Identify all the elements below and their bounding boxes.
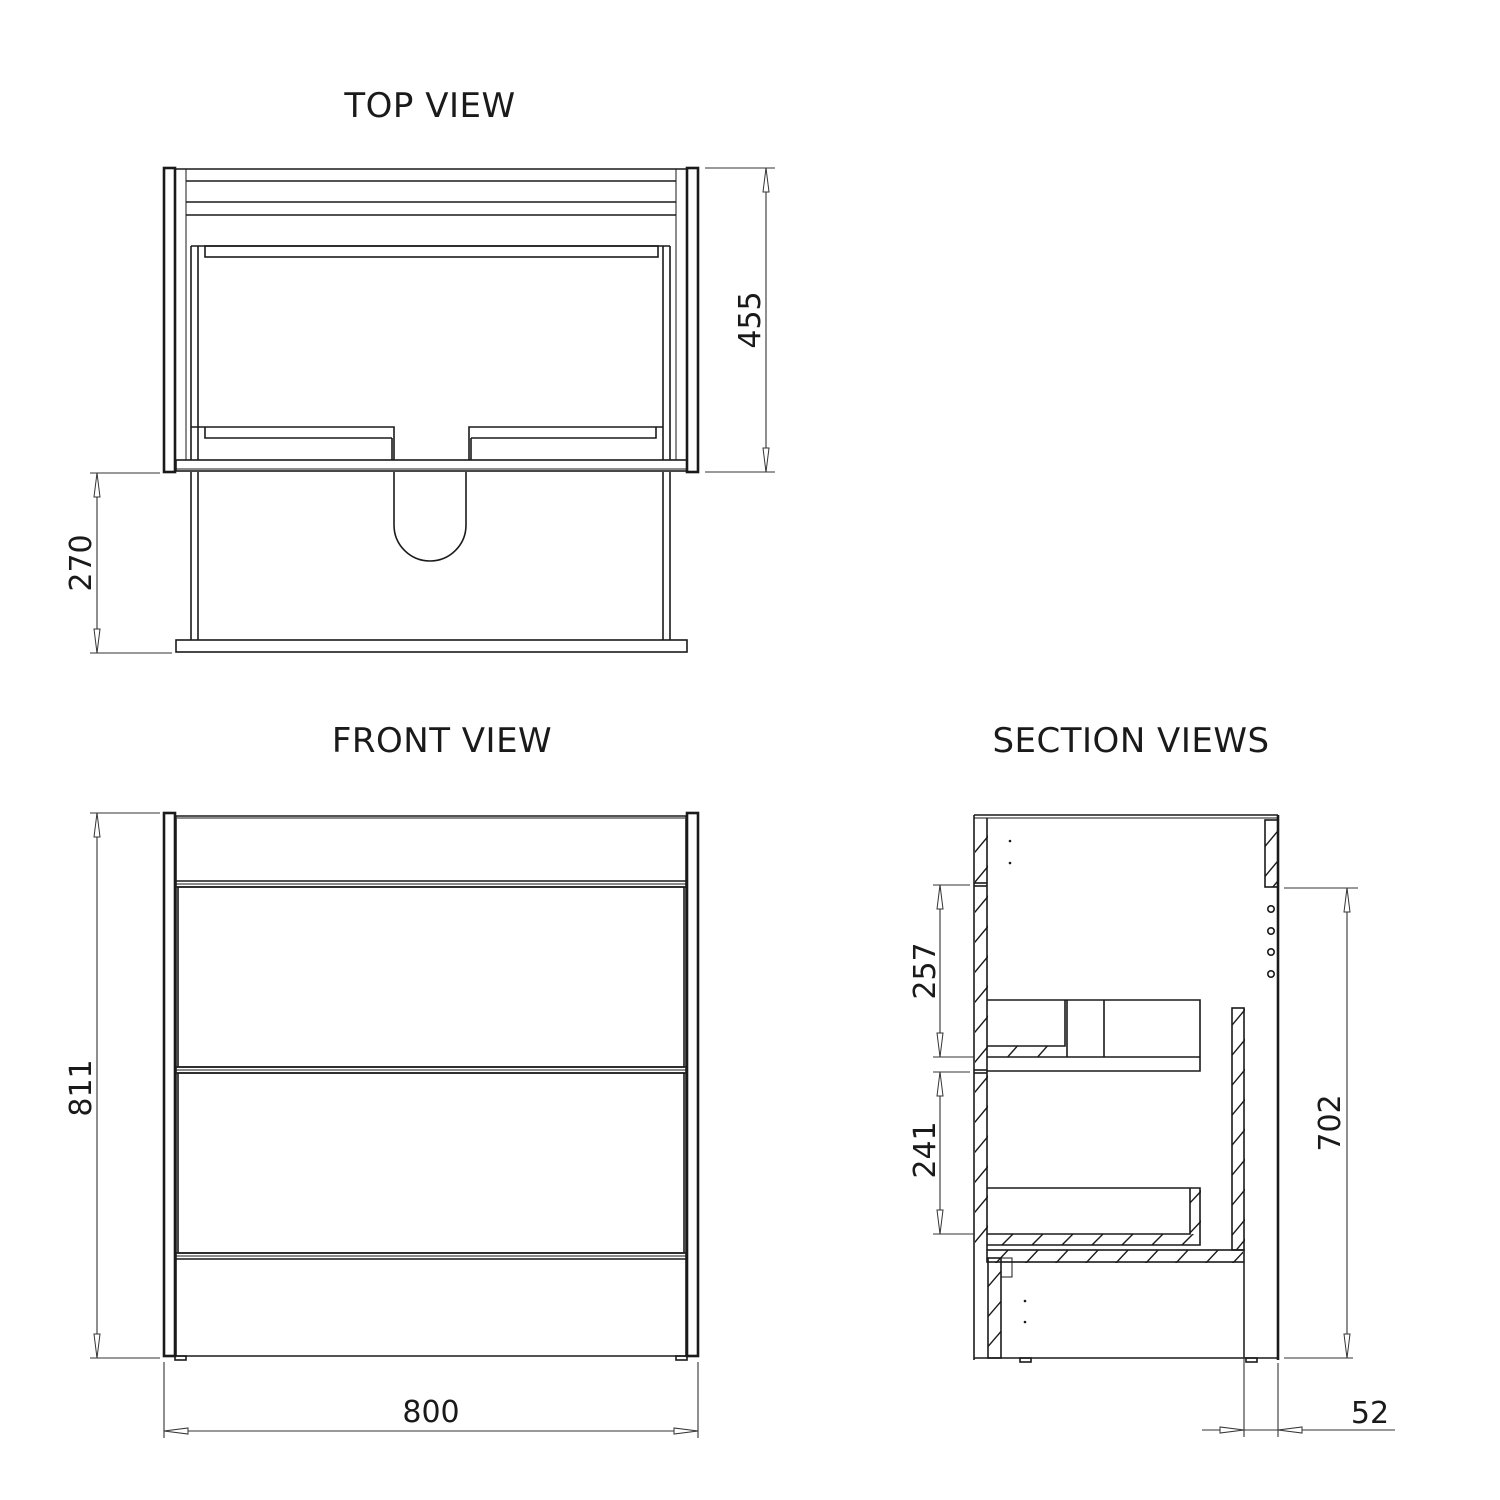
top-view-cabinet: [162, 166, 700, 653]
dimension-label-811: 811: [64, 1059, 99, 1116]
foot: [1019, 1357, 1032, 1363]
front-view-title: FRONT VIEW: [332, 721, 552, 761]
dimension-800: 800: [163, 1362, 699, 1438]
dimension-label-455: 455: [733, 291, 768, 348]
dimension-52: 52: [1202, 1262, 1395, 1437]
lower-drawer-front: [177, 1072, 685, 1254]
shelf-holes: [1267, 904, 1276, 978]
section-view-cabinet: [973, 814, 1280, 1363]
upper-drawer-front: [177, 886, 685, 1068]
foot: [675, 1355, 688, 1361]
front-view: FRONT VIEW: [64, 721, 700, 1438]
dimension-270: 270: [64, 472, 172, 654]
plumbing-cutout: [393, 472, 467, 562]
dimension-811: 811: [64, 812, 160, 1359]
foot: [1245, 1357, 1258, 1363]
dimension-label-800: 800: [402, 1395, 459, 1430]
drawer-divider: [176, 880, 686, 888]
front-view-cabinet: [162, 811, 700, 1361]
front-panel-hatch: [975, 835, 988, 1244]
upper-drawer-tray: [987, 999, 1201, 1072]
top-view: TOP VIEW: [64, 86, 775, 654]
top-view-title: TOP VIEW: [343, 86, 515, 126]
dimension-label-257: 257: [908, 942, 943, 999]
dimension-257: 257: [908, 884, 974, 1058]
dimension-label-702: 702: [1313, 1094, 1348, 1151]
dimension-455: 455: [705, 167, 775, 473]
lower-drawer-tray: [987, 1187, 1201, 1246]
section-view-title: SECTION VIEWS: [992, 721, 1269, 761]
dimension-label-270: 270: [64, 534, 99, 591]
dimension-label-241: 241: [908, 1121, 943, 1178]
foot: [174, 1355, 187, 1361]
section-view: SECTION VIEWS: [908, 721, 1395, 1437]
dimension-702: 702: [1284, 887, 1358, 1359]
dimension-241: 241: [908, 1071, 974, 1235]
dimension-label-52: 52: [1351, 1396, 1389, 1431]
drawer-divider: [176, 1252, 686, 1260]
drawer-divider: [176, 1066, 686, 1074]
